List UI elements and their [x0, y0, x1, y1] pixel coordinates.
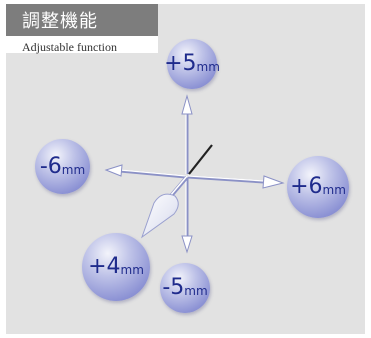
adjust-down-unit: mm: [184, 284, 208, 298]
adjust-left-unit: mm: [61, 162, 86, 177]
axis-down: [181, 178, 193, 254]
adjust-right-value: +6: [290, 174, 323, 199]
adjust-down-value: -5: [162, 275, 185, 300]
axis-back: [188, 144, 213, 175]
axis-left: [104, 164, 187, 179]
adjust-left-bubble: -6 mm: [35, 139, 90, 194]
page-subtitle: Adjustable function: [22, 40, 117, 54]
adjust-up-unit: mm: [196, 60, 220, 74]
header: 調整機能 Adjustable function: [6, 4, 158, 54]
axis-right: [187, 175, 285, 189]
axis-up: [181, 94, 193, 174]
axis-front: [140, 175, 189, 239]
adjust-down-bubble: -5 mm: [160, 263, 210, 313]
page-title: 調整機能: [22, 11, 98, 32]
adjust-front-unit: mm: [120, 263, 144, 277]
adjust-up-value: +5: [164, 51, 197, 76]
adjust-right-unit: mm: [322, 183, 346, 197]
adjust-front-bubble: +4 mm: [82, 233, 150, 301]
adjust-up-bubble: +5 mm: [164, 39, 220, 89]
adjust-front-value: +4: [88, 254, 121, 279]
adjust-left-value: -6: [39, 153, 62, 179]
adjust-right-bubble: +6 mm: [287, 156, 349, 218]
title-bar: 調整機能: [6, 4, 158, 36]
